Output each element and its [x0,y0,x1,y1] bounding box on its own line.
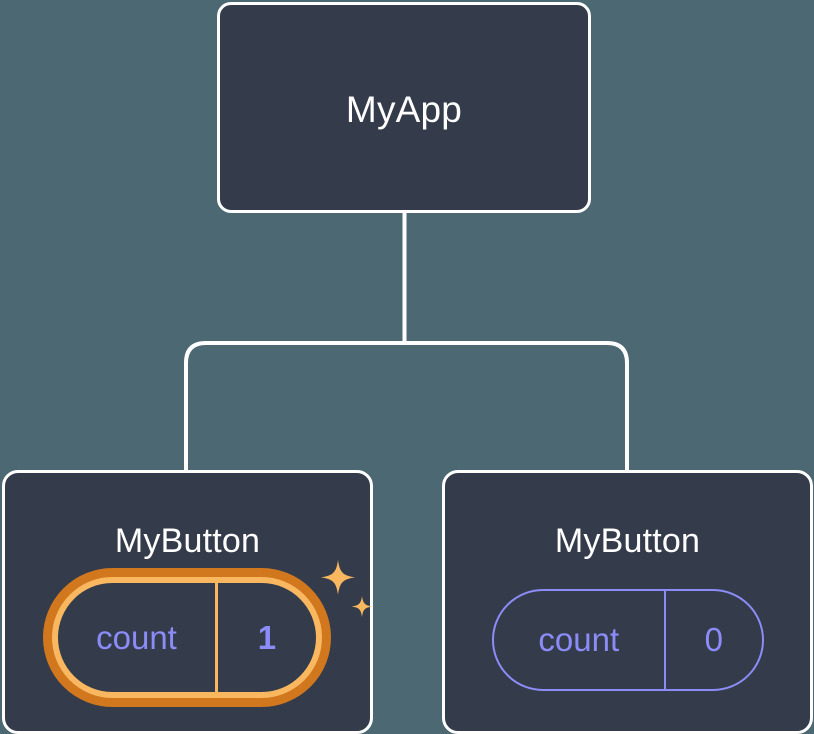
state-pill[interactable]: count 0 [492,589,764,691]
state-pill-highlighted[interactable]: count 1 [43,568,331,707]
sparkle-icon [321,560,355,595]
node-myapp[interactable]: MyApp [217,2,591,213]
connector-bus-right [404,341,629,472]
state-key-label: count [58,583,218,692]
node-title: MyButton [114,522,261,560]
connector-bus-left [184,341,405,472]
sparkle-icon [351,596,373,617]
node-title: MyApp [345,89,463,130]
state-value-label: 1 [257,618,277,656]
state-pill-body: count 1 [58,583,316,692]
node-title: MyButton [554,522,701,560]
state-value-label: 0 [704,621,723,658]
sparkle-group [321,560,373,617]
state-key-label: count [494,591,666,689]
